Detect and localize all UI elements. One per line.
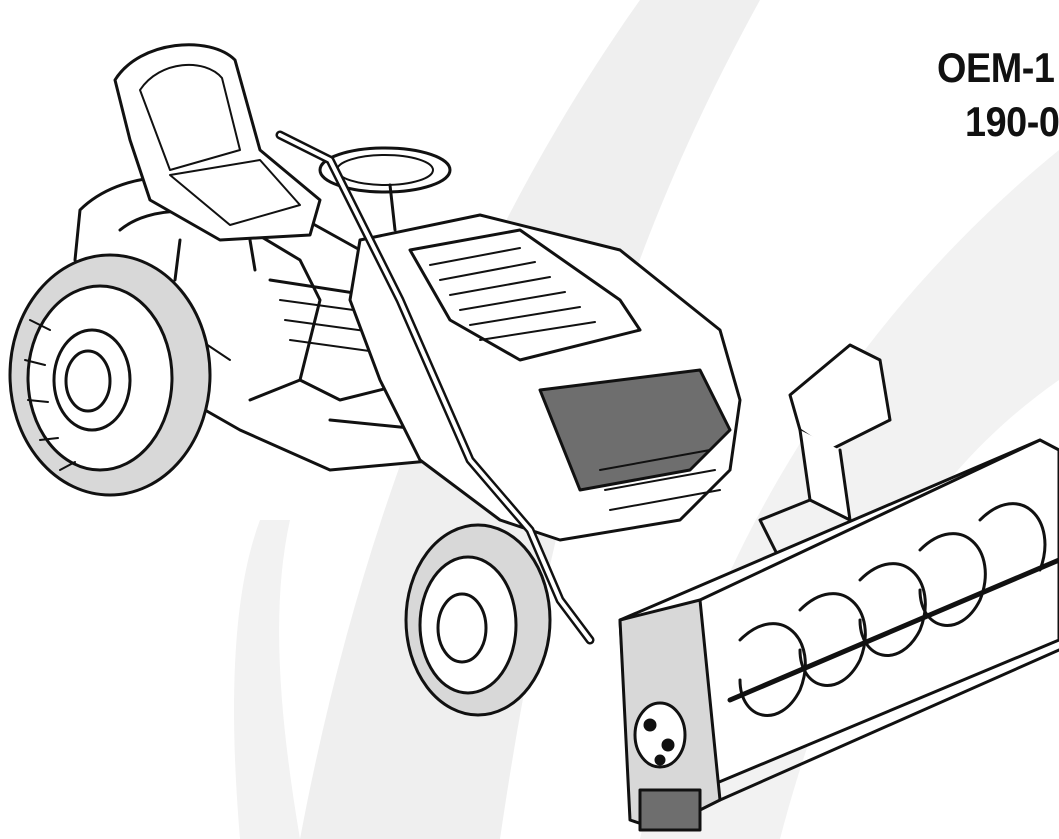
front-wheel xyxy=(404,523,552,717)
snow-thrower-housing xyxy=(618,438,1059,832)
rear-wheel xyxy=(8,253,212,497)
lift-handle xyxy=(275,130,595,645)
hood xyxy=(348,213,742,542)
auger-blades xyxy=(727,502,1059,717)
model-number-line-1: OEM-1 xyxy=(937,44,1055,91)
model-number-line-2: 190-0 xyxy=(965,98,1059,145)
seat xyxy=(113,43,322,282)
